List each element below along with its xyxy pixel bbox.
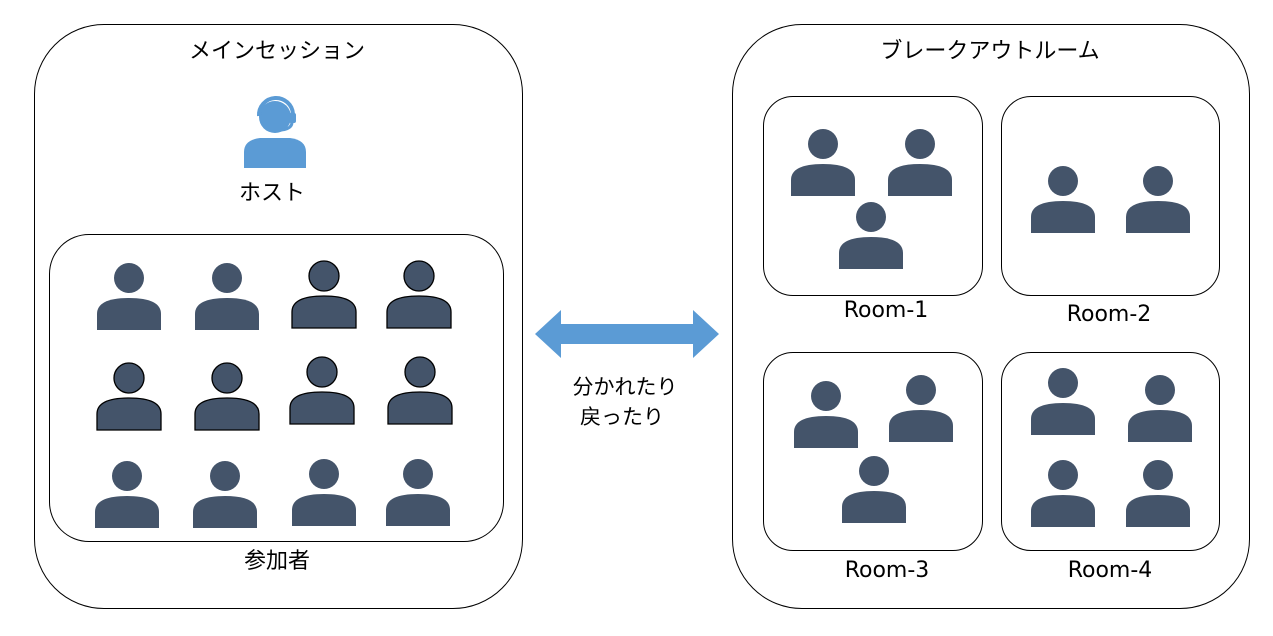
participant-icon: [96, 362, 162, 431]
room-2-person-icon: [1126, 166, 1190, 233]
participants-label: 参加者: [243, 549, 311, 574]
participant-icon: [291, 260, 357, 329]
participant-icon: [97, 263, 161, 330]
room-1-label: Room-1: [843, 298, 929, 323]
room-1-person-icon: [791, 129, 855, 196]
room-4-person-icon: [1128, 375, 1192, 442]
host-icon: [244, 96, 306, 168]
room-4-person-icon: [1031, 460, 1095, 527]
host-label: ホスト: [238, 181, 306, 206]
participant-icon: [95, 461, 159, 528]
participant-icon: [292, 459, 356, 526]
room-3-person-icon: [842, 456, 906, 523]
room-3-person-icon: [794, 381, 858, 448]
participant-icon: [387, 356, 453, 425]
main-session-title: メインセッション: [188, 39, 366, 64]
breakout-title: ブレークアウトルーム: [880, 39, 1100, 64]
participant-icon: [193, 461, 257, 528]
participant-icon: [289, 356, 355, 425]
participant-icon: [194, 362, 260, 431]
participant-icon: [386, 260, 452, 329]
room-3-person-icon: [889, 375, 953, 442]
participant-icon: [386, 459, 450, 526]
room-3-label: Room-3: [844, 558, 930, 583]
room-2-person-icon: [1031, 166, 1095, 233]
room-1-person-icon: [839, 202, 903, 269]
room-4-person-icon: [1031, 368, 1095, 435]
participant-icon: [195, 263, 259, 330]
arrow-caption-line2: 戻ったり: [580, 405, 664, 429]
room-2-label: Room-2: [1066, 302, 1152, 327]
room-4-label: Room-4: [1067, 558, 1153, 583]
room-2-box: [1001, 96, 1220, 296]
room-4-person-icon: [1126, 460, 1190, 527]
arrow-caption-line1: 分かれたり: [572, 375, 678, 399]
room-1-person-icon: [888, 129, 952, 196]
double-arrow-icon: [535, 310, 719, 358]
